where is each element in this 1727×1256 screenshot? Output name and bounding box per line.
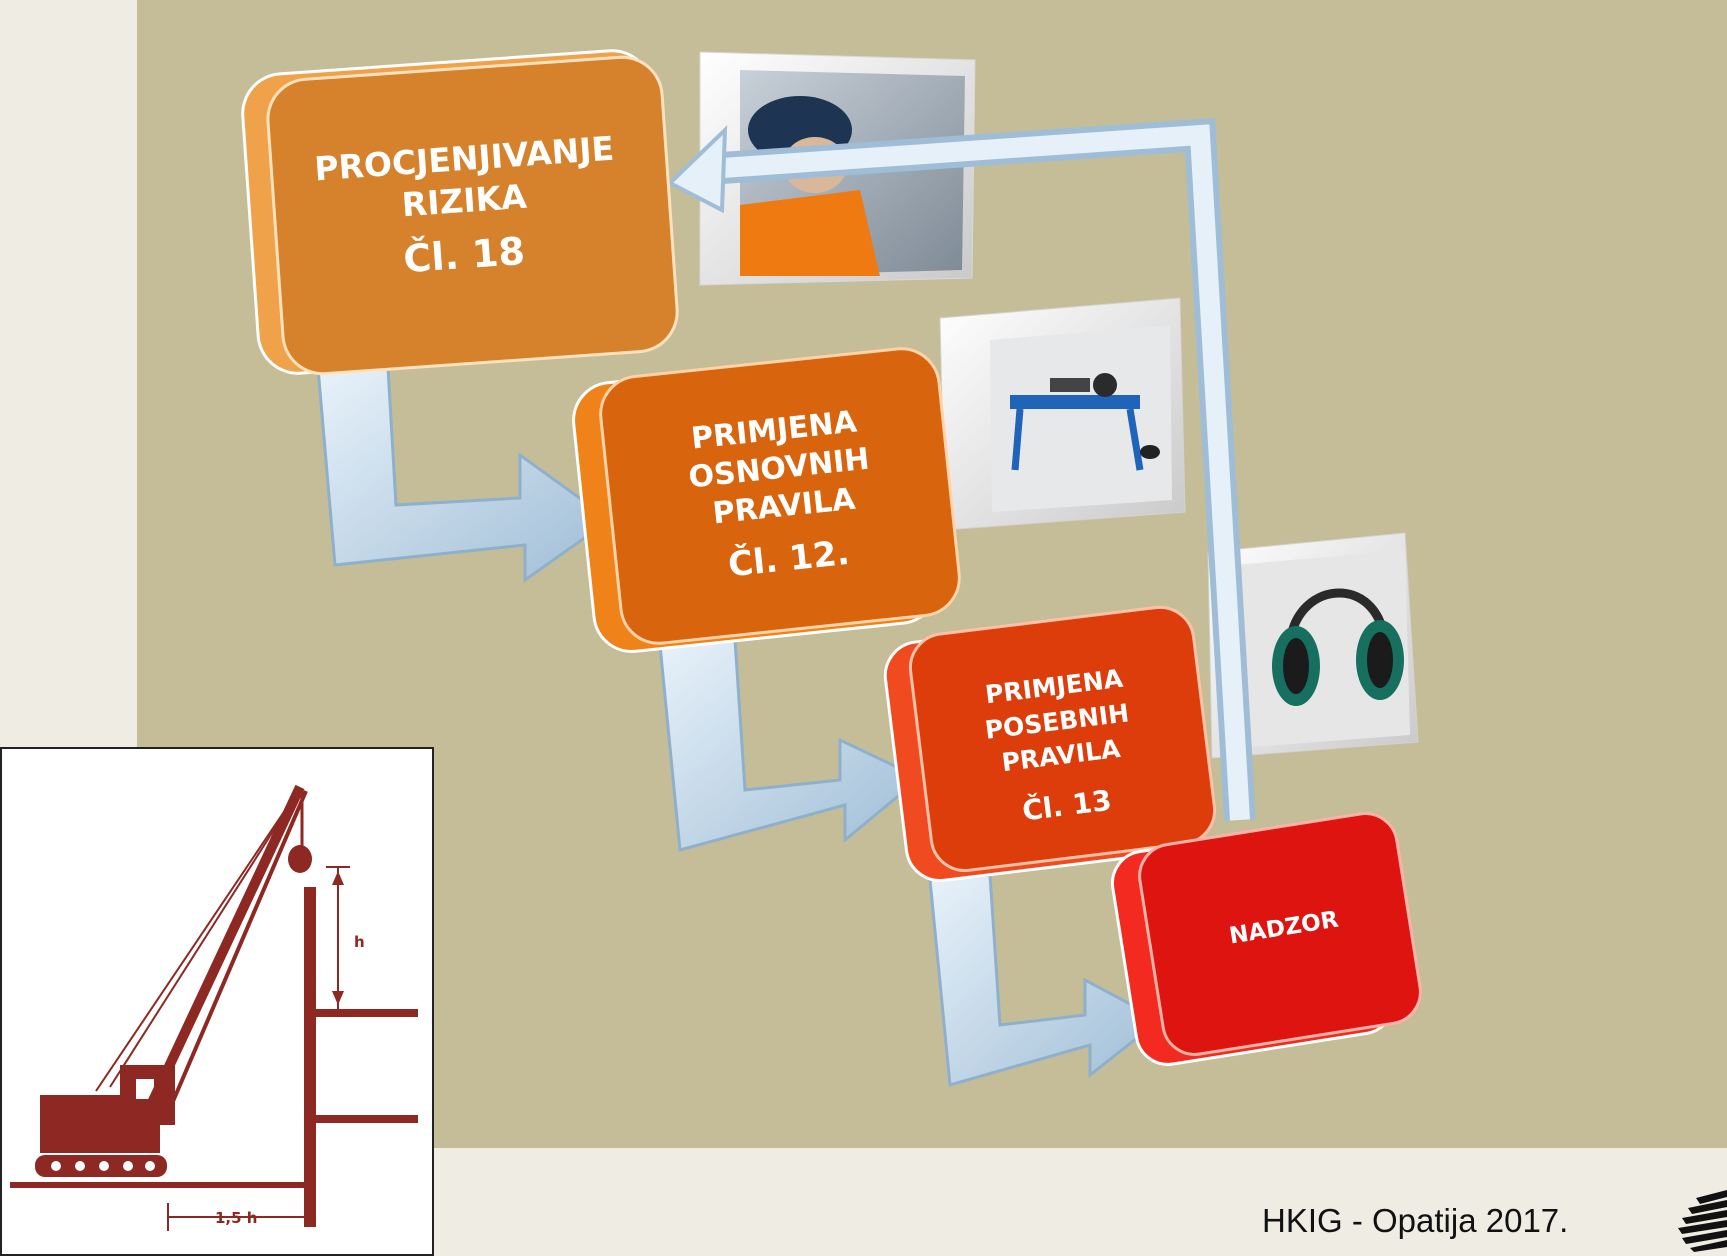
crane-safety-figure: h 1,5 h [0,747,434,1256]
crane-height-label: h [354,933,365,951]
step-risk-assessment-line-2: RIZIKA [400,177,528,225]
step-risk-assessment: PROCJENJIVANJE RIZIKA Čl. 18 [241,49,679,376]
step-risk-assessment-line-3: Čl. 18 [402,229,526,281]
feedback-arrow [666,117,1256,821]
arrow-step1-step2 [316,366,613,583]
footer-text: HKIG - Opatija 2017. [1262,1202,1569,1239]
crane-drawing [10,784,418,1231]
hkig-logo-icon [1678,1190,1727,1252]
crane-distance-label: 1,5 h [215,1209,257,1227]
tile-cutter-photo [939,297,1186,531]
step-basic-rules: PRIMJENA OSNOVNIH PRAVILA Čl. 12. [572,347,961,653]
arrow-step2-step3 [658,638,923,852]
ear-muffs-photo [1207,532,1419,759]
arrow-step3-step4 [928,873,1163,1087]
step-supervision: NADZOR [1110,812,1422,1066]
step-special-rules: PRIMJENA POSEBNIH PRAVILA Čl. 13 [883,605,1217,883]
